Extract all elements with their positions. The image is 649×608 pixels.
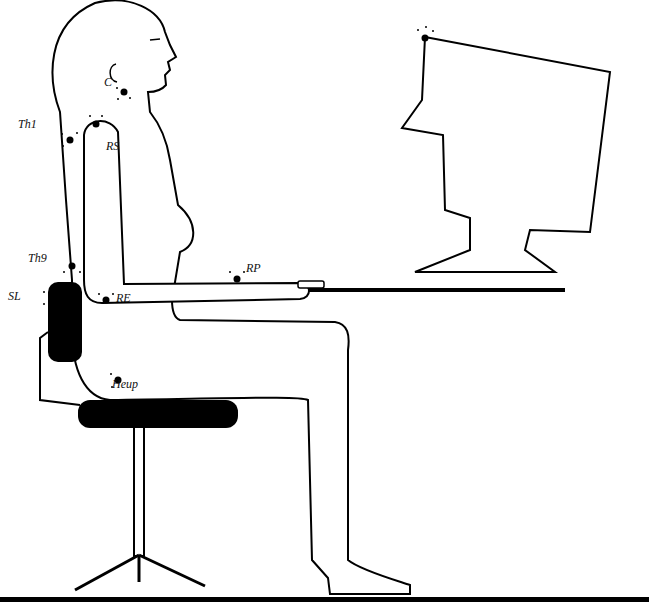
lumbar-cushion — [48, 282, 82, 362]
marker-points — [43, 26, 434, 388]
eye — [150, 39, 160, 40]
point-label: C — [104, 76, 112, 89]
point-label: RP — [246, 262, 261, 275]
arm — [84, 121, 309, 303]
keyboard — [298, 281, 324, 288]
point-label: Th1 — [18, 118, 37, 131]
point-label: SL — [8, 290, 21, 303]
point-label: Th9 — [28, 252, 47, 265]
monitor — [402, 37, 610, 272]
seated-person — [53, 0, 410, 594]
point-label: RE — [116, 292, 131, 305]
floor-line — [0, 597, 649, 602]
point-label: Heup — [112, 378, 138, 391]
point-label: RS — [106, 140, 119, 153]
